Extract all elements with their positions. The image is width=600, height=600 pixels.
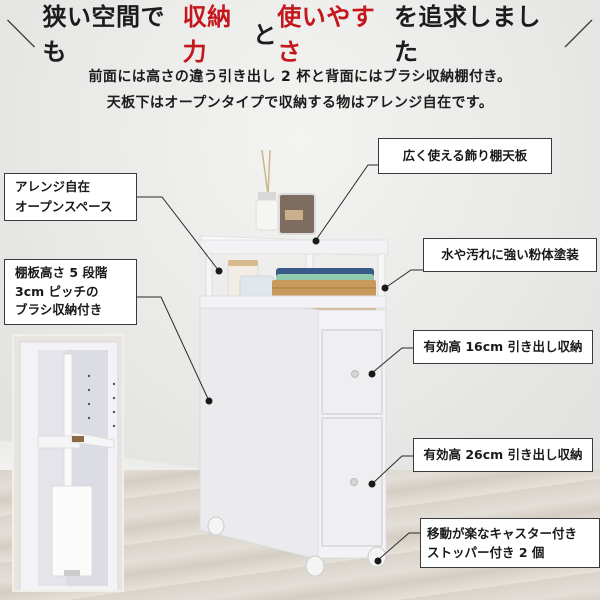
headline-highlight-usability: 使いやすさ bbox=[277, 3, 376, 66]
left-slash-decoration: ＼ bbox=[6, 18, 37, 53]
callout-open-space: アレンジ自在 オープンスペース bbox=[4, 173, 137, 221]
callout-casters-line-1: 移動が楽なキャスター付き bbox=[427, 525, 578, 541]
headline-part-5: を追求しました bbox=[394, 3, 541, 66]
headline-part-3: と bbox=[252, 20, 278, 49]
callout-casters: 移動が楽なキャスター付き ストッパー付き 2 個 bbox=[420, 518, 600, 568]
callout-top-shelf: 広く使える飾り棚天板 bbox=[378, 138, 552, 174]
callout-brush-storage-line-3: ブラシ収納付き bbox=[15, 302, 103, 318]
headline-part-1: 狭い空間でも bbox=[42, 3, 165, 66]
callout-casters-line-2: ストッパー付き 2 個 bbox=[427, 545, 545, 560]
subtitle-line-1: 前面には高さの違う引き出し 2 杯と背面にはブラシ収納棚付き。 bbox=[88, 69, 512, 85]
subtitle-line-2: 天板下はオープンタイプで収納する物はアレンジ自在です。 bbox=[106, 95, 494, 111]
callout-brush-storage-line-1: 棚板高さ 5 段階 bbox=[15, 264, 108, 280]
callout-small-drawer: 有効高 16cm 引き出し収納 bbox=[413, 330, 593, 364]
callout-small-drawer-text: 有効高 16cm 引き出し収納 bbox=[423, 339, 583, 354]
callout-brush-storage: 棚板高さ 5 段階 3cm ピッチの ブラシ収納付き bbox=[4, 259, 137, 325]
callout-large-drawer-text: 有効高 26cm 引き出し収納 bbox=[423, 447, 583, 462]
callout-brush-storage-line-2: 3cm ピッチの bbox=[15, 283, 99, 299]
callout-powder-coating: 水や汚れに強い粉体塗装 bbox=[423, 238, 597, 272]
headline: ＼ 狭い空間でも 収納力 と 使いやすさ を追求しました ／ bbox=[0, 3, 600, 66]
right-slash-decoration: ／ bbox=[563, 18, 594, 53]
callout-large-drawer: 有効高 26cm 引き出し収納 bbox=[413, 438, 593, 472]
brush-storage-illustration bbox=[19, 341, 119, 590]
callout-powder-coating-text: 水や汚れに強い粉体塗装 bbox=[441, 247, 579, 262]
callout-open-space-line-2: オープンスペース bbox=[15, 199, 113, 214]
brush-storage-inset-photo bbox=[12, 334, 124, 592]
headline-highlight-storage: 収納力 bbox=[182, 3, 232, 66]
glass-jar bbox=[278, 193, 316, 235]
callout-open-space-line-1: アレンジ自在 bbox=[15, 179, 91, 194]
callout-top-shelf-text: 広く使える飾り棚天板 bbox=[402, 148, 528, 163]
reed-diffuser bbox=[255, 149, 279, 231]
